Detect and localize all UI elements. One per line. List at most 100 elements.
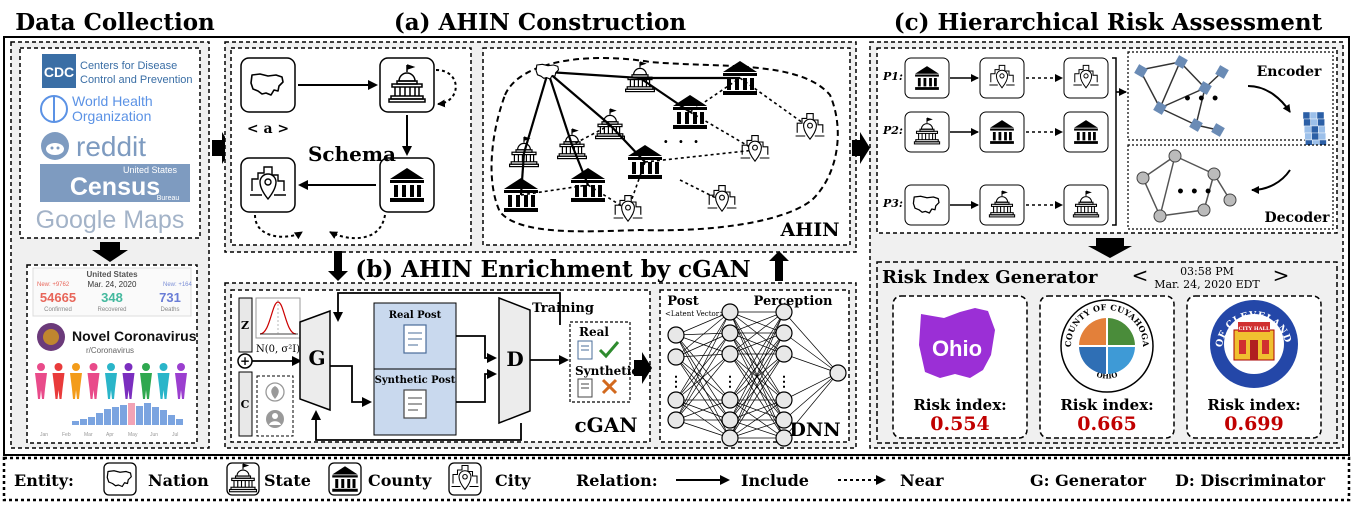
person-figure xyxy=(35,363,47,399)
dnn-neuron xyxy=(721,411,739,429)
person-figure xyxy=(52,363,65,399)
next-time-button[interactable]: > xyxy=(1273,263,1290,287)
arrow-up-to-construction-icon xyxy=(769,251,789,281)
svg-text:Bureau: Bureau xyxy=(157,195,180,202)
cross-icon xyxy=(601,378,618,395)
svg-text:731: 731 xyxy=(159,290,181,305)
schema-label: Schema xyxy=(308,142,396,166)
histogram-bar xyxy=(160,410,167,425)
svg-text:United States: United States xyxy=(123,165,178,175)
google-maps-logo: Google Maps xyxy=(36,206,185,234)
legend-discriminator: D: Discriminator xyxy=(1175,471,1326,490)
embedding-cell xyxy=(1302,111,1311,120)
synthetic-post-card: Synthetic Post xyxy=(373,368,457,436)
dnn-nodes xyxy=(667,303,847,447)
p2-county-node xyxy=(979,111,1025,153)
legend-nation-icon xyxy=(103,462,137,496)
p2-state-node xyxy=(904,111,950,153)
title-assessment: (c) Hierarchical Risk Assessment xyxy=(894,9,1323,36)
svg-text:Synthetic Post: Synthetic Post xyxy=(375,375,456,386)
dnn-neuron xyxy=(667,391,685,409)
embedding-cell xyxy=(1303,118,1311,127)
location-icon xyxy=(265,382,285,402)
svg-text:Confirmed: Confirmed xyxy=(44,307,72,313)
person-figure xyxy=(105,363,117,399)
dnn-label: DNN xyxy=(789,419,840,441)
dnn-dots: ⋮ xyxy=(669,374,683,390)
dnn-neuron xyxy=(667,326,685,344)
user-icon xyxy=(266,410,284,428)
legend-county: County xyxy=(368,471,432,490)
synthetic-label: Synthetic xyxy=(575,364,639,378)
svg-text:Recovered: Recovered xyxy=(97,307,126,313)
risk-date: Mar. 24, 2020 EDT xyxy=(1154,278,1260,291)
histogram-month-label: Jan xyxy=(40,432,48,438)
svg-text:Control and Prevention: Control and Prevention xyxy=(80,74,193,86)
risk-index-label: Risk index: xyxy=(1207,396,1300,414)
risk-index-label: Risk index: xyxy=(913,396,1006,414)
svg-text:Z: Z xyxy=(241,319,249,332)
person-figure xyxy=(87,363,100,399)
p2-county-node-2 xyxy=(1063,111,1109,153)
arrow-to-dnn-icon xyxy=(634,352,652,384)
dnn-neuron xyxy=(829,364,847,382)
p1-city-node-2 xyxy=(1063,57,1109,99)
c-input: C xyxy=(238,371,253,437)
histogram-month-label: Apr xyxy=(106,432,114,438)
discriminator-block xyxy=(498,296,531,425)
svg-text:54665: 54665 xyxy=(40,290,76,305)
decoder-arrow xyxy=(1251,169,1291,194)
legend-nation: Nation xyxy=(148,471,209,490)
embedding-cell xyxy=(1310,118,1318,127)
prev-time-button[interactable]: < xyxy=(1132,263,1149,287)
risk-value-ohio: 0.554 xyxy=(930,413,990,435)
generator-block xyxy=(299,309,331,412)
histogram-bar xyxy=(168,415,175,425)
legend-state: State xyxy=(264,471,311,490)
risk-index-title: Risk Index Generator xyxy=(882,267,1098,288)
svg-text:OHIO: OHIO xyxy=(1096,370,1119,381)
ahin-box xyxy=(482,47,851,246)
dnn-perception-label: Perception xyxy=(754,294,833,309)
person-figure xyxy=(122,363,135,399)
dnn-neuron xyxy=(721,324,739,342)
dnn-neuron xyxy=(667,411,685,429)
down-arrow-icon xyxy=(92,242,128,262)
dnn-dots: ⋮ xyxy=(723,374,737,390)
person-figure xyxy=(175,363,187,399)
legend-county-icon xyxy=(328,462,362,496)
svg-text:United States: United States xyxy=(86,270,138,279)
dnn-post-label: Post xyxy=(667,294,698,309)
svg-text:reddit: reddit xyxy=(76,131,146,162)
histogram-bar xyxy=(72,421,79,425)
real-post-icon xyxy=(577,340,593,360)
encoder-ellipsis: • • • xyxy=(1183,91,1220,107)
svg-text:Novel Coronavirus: Novel Coronavirus xyxy=(72,328,197,344)
legend-state-icon xyxy=(226,462,260,496)
embedding-cell xyxy=(1304,132,1313,141)
histogram-month-label: Jul xyxy=(172,432,178,438)
histogram-month-label: May xyxy=(128,432,138,438)
path-label-p2: P2: xyxy=(882,124,903,137)
histogram-month-label: Mar xyxy=(84,432,93,438)
main-border xyxy=(3,36,1350,456)
arrow-to-assessment-icon xyxy=(852,132,870,164)
legend-generator: G: Generator xyxy=(1030,471,1147,490)
svg-text:348: 348 xyxy=(101,290,123,305)
schema-city-node xyxy=(240,157,296,213)
real-label: Real xyxy=(579,325,609,339)
svg-text:+: + xyxy=(240,354,250,368)
person-figure xyxy=(140,363,152,399)
decoder-ellipsis: • • • xyxy=(1176,184,1213,200)
ohio-state-shape xyxy=(919,308,995,378)
cdc-logo: CDC Centers for Disease Control and Prev… xyxy=(42,54,193,88)
dnn-neuron xyxy=(667,348,685,366)
embedding-cell xyxy=(1309,111,1318,120)
embedding-cell xyxy=(1317,118,1325,127)
dnn-neuron xyxy=(721,345,739,363)
z-input: Z xyxy=(238,297,253,353)
risk-value-cuyahoga: 0.665 xyxy=(1077,413,1137,435)
histogram-bar xyxy=(96,413,103,425)
dnn-neuron xyxy=(775,324,793,342)
